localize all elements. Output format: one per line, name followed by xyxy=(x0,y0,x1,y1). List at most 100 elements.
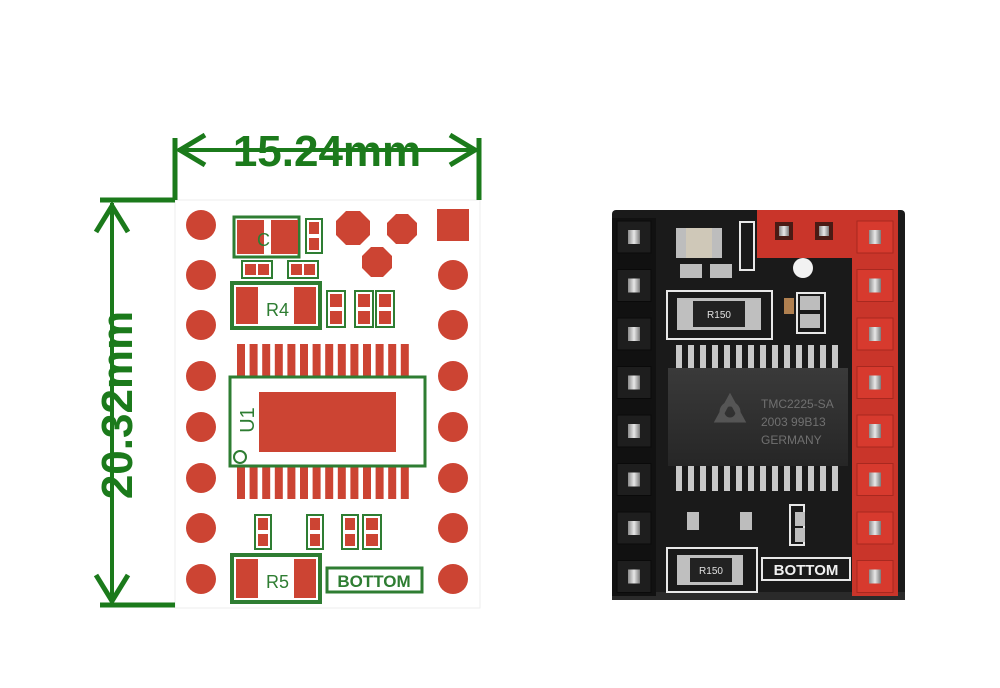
u1-pad xyxy=(262,467,271,499)
photo-capacitor xyxy=(676,228,732,278)
mounting-hole xyxy=(793,258,813,278)
photo-silkscreen xyxy=(666,221,826,593)
chip-leg xyxy=(712,465,718,491)
right-pin-header xyxy=(852,210,898,596)
top-pin-header xyxy=(757,210,853,258)
chip-leg xyxy=(748,465,754,491)
u1-pad xyxy=(375,467,384,499)
chip-leg xyxy=(820,465,826,491)
chip-leg xyxy=(688,465,694,491)
header-cell xyxy=(616,463,652,496)
header-pin xyxy=(869,230,881,244)
u1-pad xyxy=(400,467,409,499)
u1-pad xyxy=(274,344,283,376)
bottom-label-photo: BOTTOM xyxy=(761,557,851,581)
resistor-r4: R4 xyxy=(230,281,322,330)
chip-leg xyxy=(820,345,826,369)
left-pin-header xyxy=(612,218,656,596)
svg-text:R150: R150 xyxy=(699,566,723,577)
u1-pad xyxy=(287,467,296,499)
resistor-r5: R5 xyxy=(230,553,322,604)
u1-pad xyxy=(287,344,296,376)
small-caps-bottom xyxy=(254,514,382,550)
chip-leg xyxy=(772,465,778,491)
chip-leg xyxy=(784,465,790,491)
u1-pad xyxy=(388,467,397,499)
right-pad-column xyxy=(437,209,469,594)
photo-resistor-bottom: R150 xyxy=(677,555,743,585)
header-cell xyxy=(856,414,894,448)
u1-pad xyxy=(274,467,283,499)
ic-u1-footprint: U1 xyxy=(228,344,427,499)
u1-pad xyxy=(350,344,359,376)
label-c: C xyxy=(257,230,270,250)
header-pin xyxy=(869,472,881,487)
u1-pad xyxy=(350,467,359,499)
chip-leg xyxy=(796,345,802,369)
label-u1: U1 xyxy=(237,407,259,433)
u1-pad xyxy=(312,467,321,499)
left-pad-column xyxy=(186,210,216,594)
header-pin xyxy=(869,569,881,584)
header-pin xyxy=(628,569,640,584)
chip-leg xyxy=(808,345,814,369)
header-pin xyxy=(628,278,640,293)
capacitor-c: C xyxy=(232,215,301,259)
chip-leg xyxy=(676,345,682,369)
label-r5: R5 xyxy=(266,572,289,592)
u1-pad xyxy=(325,467,334,499)
bottom-label-diagram: BOTTOM xyxy=(325,566,424,594)
chip-leg xyxy=(760,465,766,491)
small-caps-r4 xyxy=(326,290,395,328)
height-label: 20.32mm xyxy=(93,311,142,499)
header-pin xyxy=(628,521,640,535)
u1-pad xyxy=(363,467,371,499)
header-pin xyxy=(869,375,881,390)
u1-pad xyxy=(249,344,258,376)
chip-leg xyxy=(832,345,838,369)
photo-small-parts xyxy=(687,296,820,542)
chip-leg xyxy=(808,465,814,491)
u1-pad xyxy=(375,344,384,376)
u1-pad xyxy=(400,344,409,376)
width-label: 15.24mm xyxy=(233,127,421,176)
octagon-pads xyxy=(336,211,417,277)
photo-ic-chip: TMC2225-SA 2003 99B13 GERMANY xyxy=(668,368,848,466)
header-cell xyxy=(616,317,652,351)
chip-leg xyxy=(688,345,694,369)
chip-leg xyxy=(760,345,766,369)
chip-leg xyxy=(736,465,742,491)
chip-leg xyxy=(712,345,718,369)
chip-leg xyxy=(700,345,706,369)
chip-leg xyxy=(724,465,730,491)
u1-pad xyxy=(237,344,245,376)
header-pin xyxy=(628,472,640,487)
u1-pad xyxy=(388,344,397,376)
u1-pad xyxy=(300,467,308,499)
header-pin xyxy=(869,521,881,535)
header-pin xyxy=(628,327,640,341)
svg-text:BOTTOM: BOTTOM xyxy=(337,572,410,591)
photo-resistor-top: R150 xyxy=(677,298,761,330)
u1-pad xyxy=(337,467,346,499)
u1-pad xyxy=(363,344,371,376)
header-pin xyxy=(869,327,881,341)
svg-text:2003 99B13: 2003 99B13 xyxy=(761,415,826,429)
u1-pad xyxy=(262,344,271,376)
width-dimension xyxy=(172,132,482,200)
trinamic-logo-icon xyxy=(713,392,747,423)
header-pin xyxy=(628,375,640,390)
header-pin xyxy=(869,278,881,293)
u1-pad xyxy=(300,344,308,376)
chip-leg xyxy=(784,345,790,369)
svg-text:TMC2225-SA: TMC2225-SA xyxy=(761,397,834,411)
pcb-layout-drawing: 15.24mm 20.32mm xyxy=(93,127,482,609)
chip-leg xyxy=(724,345,730,369)
svg-text:GERMANY: GERMANY xyxy=(761,433,822,447)
chip-leg xyxy=(676,465,682,491)
module-photo: R150 TMC2225-SA 2003 99B13 GERMANY xyxy=(612,210,905,600)
chip-leg xyxy=(796,465,802,491)
header-pin xyxy=(628,230,640,244)
u1-pad xyxy=(337,344,346,376)
